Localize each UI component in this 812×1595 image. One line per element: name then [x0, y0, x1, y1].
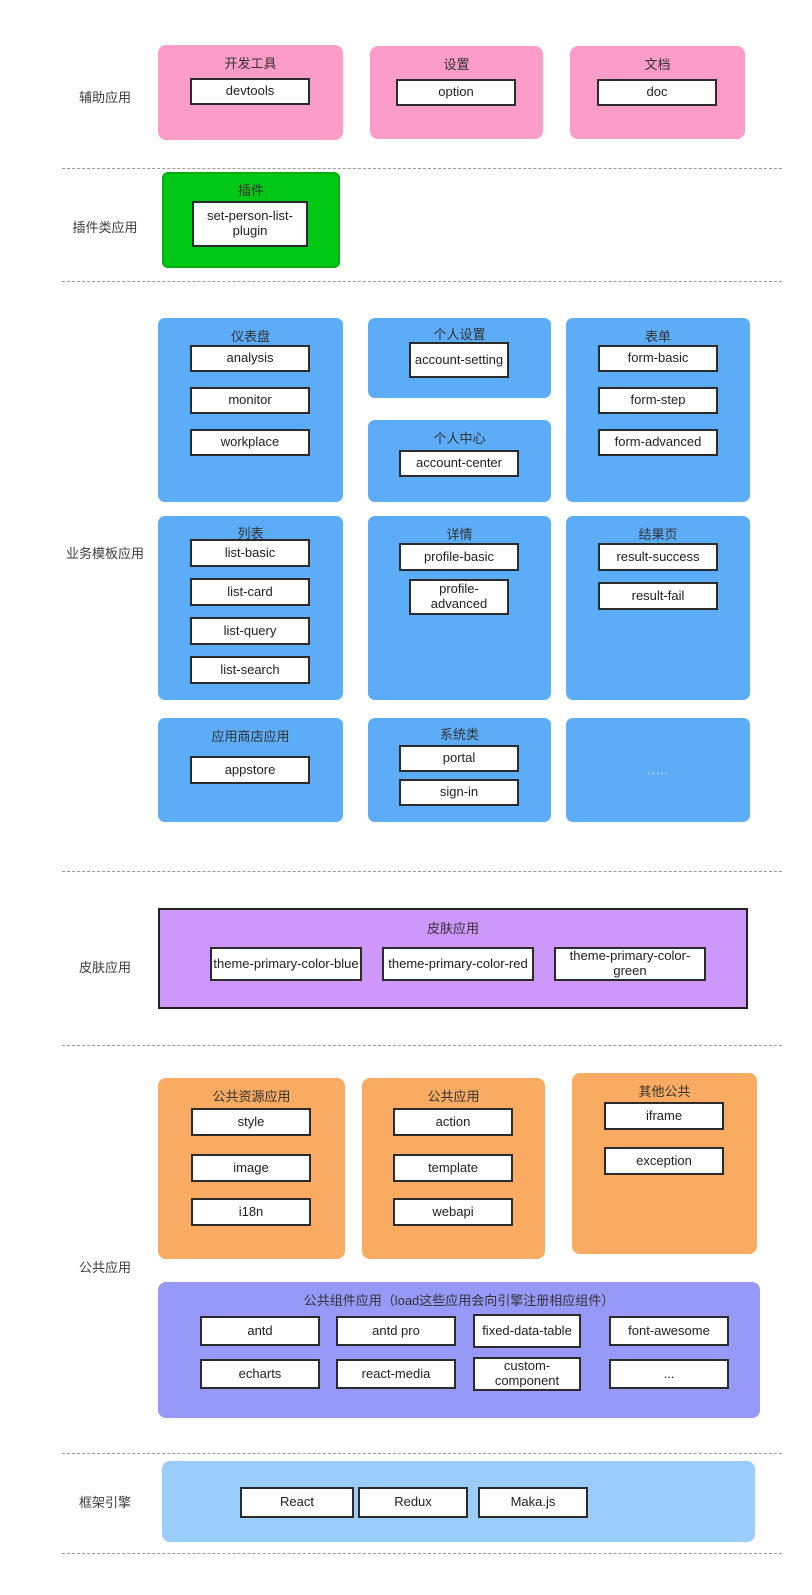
group-title: 仪表盘: [230, 329, 270, 344]
group-result: 结果页 result-success result-fail: [566, 516, 750, 700]
node-portal: portal: [399, 745, 519, 772]
node-ellipsis: ...: [609, 1359, 729, 1389]
section-label-theme: 皮肤应用: [78, 960, 131, 975]
group-plugin: 插件 set-person-list-plugin: [162, 172, 340, 268]
node-form-step: form-step: [598, 387, 718, 414]
group-title: 开发工具: [224, 56, 277, 71]
group-title: 详情: [446, 527, 473, 542]
group-devtools: 开发工具 devtools: [158, 45, 343, 140]
group-title: 个人设置: [433, 327, 486, 342]
group-dashboard: 仪表盘 analysis monitor workplace: [158, 318, 343, 502]
group-common-apps: 公共应用 action template webapi: [362, 1078, 545, 1259]
group-title: 系统类: [439, 727, 479, 742]
node-action: action: [393, 1108, 513, 1136]
node-i18n: i18n: [191, 1198, 311, 1226]
group-title: 文档: [644, 57, 671, 72]
group-list: 列表 list-basic list-card list-query list-…: [158, 516, 343, 700]
node-list-search: list-search: [190, 656, 310, 684]
node-appstore: appstore: [190, 756, 310, 784]
section-label-assist: 辅助应用: [78, 90, 131, 105]
node-form-basic: form-basic: [598, 345, 718, 372]
node-template: template: [393, 1154, 513, 1182]
group-title: 公共资源应用: [212, 1089, 291, 1104]
group-title: 个人中心: [433, 431, 486, 446]
node-iframe: iframe: [604, 1102, 724, 1130]
node-theme-primary-color-blue: theme-primary-color-blue: [210, 947, 362, 981]
node-form-advanced: form-advanced: [598, 429, 718, 456]
node-exception: exception: [604, 1147, 724, 1175]
node-antd-pro: antd pro: [336, 1316, 456, 1346]
group-more: .....: [566, 718, 750, 822]
group-title: 表单: [644, 329, 671, 344]
group-title: 设置: [443, 57, 470, 72]
section-label-common: 公共应用: [78, 1260, 131, 1275]
node-list-query: list-query: [190, 617, 310, 645]
node-image: image: [191, 1154, 311, 1182]
node-monitor: monitor: [190, 387, 310, 414]
node-style: style: [191, 1108, 311, 1136]
group-title: 列表: [237, 526, 264, 541]
node-analysis: analysis: [190, 345, 310, 372]
node-redux: Redux: [358, 1487, 468, 1518]
group-personal-center: 个人中心 account-center: [368, 420, 551, 502]
group-title: 公共组件应用（load这些应用会向引擎注册相应组件）: [303, 1293, 615, 1308]
group-title: 其他公共: [638, 1084, 691, 1099]
group-personal-settings: 个人设置 account-setting: [368, 318, 551, 398]
section-label-business: 业务模板应用: [65, 546, 144, 561]
group-title: 插件: [237, 183, 264, 198]
group-theme: 皮肤应用 theme-primary-color-blue theme-prim…: [158, 908, 748, 1009]
node-custom-component: custom-component: [473, 1357, 581, 1391]
group-title: 结果页: [638, 527, 678, 542]
divider: [62, 871, 782, 872]
section-label-framework: 框架引擎: [78, 1495, 131, 1510]
node-antd: antd: [200, 1316, 320, 1346]
node-doc: doc: [597, 79, 717, 106]
node-echarts: echarts: [200, 1359, 320, 1389]
section-label-plugin: 插件类应用: [72, 220, 138, 235]
group-title: 皮肤应用: [426, 921, 479, 936]
node-sign-in: sign-in: [399, 779, 519, 806]
group-common-resources: 公共资源应用 style image i18n: [158, 1078, 345, 1259]
node-profile-advanced: profile-advanced: [409, 579, 509, 615]
node-result-fail: result-fail: [598, 582, 718, 610]
node-set-person-list-plugin: set-person-list-plugin: [192, 201, 308, 247]
group-framework: React Redux Maka.js: [162, 1461, 755, 1542]
node-workplace: workplace: [190, 429, 310, 456]
node-list-card: list-card: [190, 578, 310, 606]
divider: [62, 281, 782, 282]
node-makajs: Maka.js: [478, 1487, 588, 1518]
group-title: 公共应用: [427, 1089, 480, 1104]
group-title: 应用商店应用: [211, 729, 290, 744]
node-option: option: [396, 79, 516, 106]
divider: [62, 168, 782, 169]
group-appstore: 应用商店应用 appstore: [158, 718, 343, 822]
node-react: React: [240, 1487, 354, 1518]
node-account-center: account-center: [399, 450, 519, 477]
node-devtools: devtools: [190, 78, 310, 105]
divider: [62, 1045, 782, 1046]
node-react-media: react-media: [336, 1359, 456, 1389]
node-font-awesome: font-awesome: [609, 1316, 729, 1346]
group-docs: 文档 doc: [570, 46, 745, 139]
group-common-others: 其他公共 iframe exception: [572, 1073, 757, 1254]
group-profile: 详情 profile-basic profile-advanced: [368, 516, 551, 700]
group-common-components: 公共组件应用（load这些应用会向引擎注册相应组件） antd antd pro…: [158, 1282, 760, 1418]
node-theme-primary-color-green: theme-primary-color-green: [554, 947, 706, 981]
node-result-success: result-success: [598, 543, 718, 571]
divider: [62, 1453, 782, 1454]
divider: [62, 1553, 782, 1554]
group-form: 表单 form-basic form-step form-advanced: [566, 318, 750, 502]
node-theme-primary-color-red: theme-primary-color-red: [382, 947, 534, 981]
node-list-basic: list-basic: [190, 539, 310, 567]
more-dots: .....: [647, 763, 669, 777]
group-settings: 设置 option: [370, 46, 543, 139]
node-fixed-data-table: fixed-data-table: [473, 1314, 581, 1348]
node-webapi: webapi: [393, 1198, 513, 1226]
group-system: 系统类 portal sign-in: [368, 718, 551, 822]
node-account-setting: account-setting: [409, 342, 509, 378]
node-profile-basic: profile-basic: [399, 543, 519, 571]
